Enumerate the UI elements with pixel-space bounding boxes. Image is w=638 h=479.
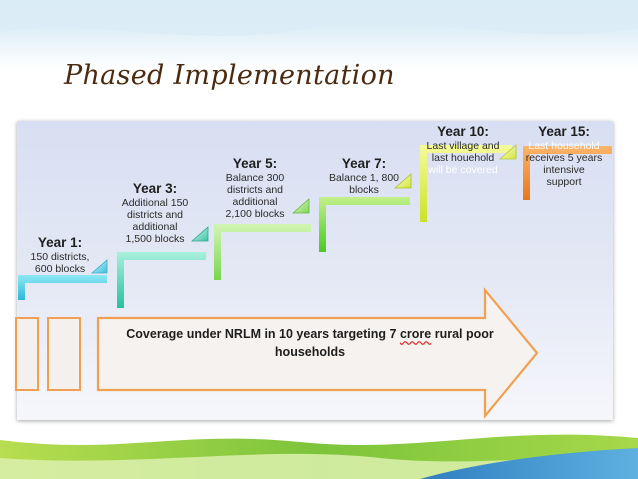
step-year-1 (18, 275, 107, 300)
step-year-7 (319, 197, 410, 252)
step-year-5 (214, 224, 311, 280)
triangle-marker-4 (393, 173, 412, 189)
milestone-year-7: Year 7: Balance 1, 800 blocks (318, 156, 410, 196)
milestone-year-10-title: Year 10: (437, 124, 489, 139)
step-year-3 (117, 252, 206, 308)
milestone-year-15-line-2: receives 5 years (525, 152, 603, 164)
milestone-year-10-line-2: last houehold (431, 152, 495, 164)
milestone-year-7-line-2: blocks (349, 184, 379, 196)
milestone-year-5-title: Year 5: (232, 156, 278, 171)
coverage-arrow (96, 286, 539, 420)
step-year-15 (523, 146, 612, 200)
milestone-year-10: Year 10: Last village and last houehold … (417, 124, 509, 176)
milestone-year-1-line-2: 600 blocks (34, 263, 86, 275)
slide-title: Phased Implementation (64, 60, 395, 91)
milestone-year-1-line-1: 150 districts, (30, 251, 90, 263)
milestone-year-3: Year 3: Additional 150 districts and add… (112, 181, 198, 245)
milestone-year-15: Year 15: Last household receives 5 years… (518, 124, 610, 188)
milestone-year-10-line-1: Last village and (426, 140, 500, 152)
milestone-year-5-line-2: districts and (226, 184, 284, 196)
coverage-caption-start: Coverage under NRLM in 10 years targetin… (126, 327, 400, 341)
triangle-marker-5 (498, 144, 517, 160)
milestone-year-3-line-4: 1,500 blocks (125, 233, 185, 245)
step-year-10 (420, 145, 512, 222)
milestone-year-1-title: Year 1: (37, 235, 83, 250)
top-wave (0, 0, 638, 36)
milestone-year-5-line-1: Balance 300 (225, 172, 285, 184)
coverage-caption-line-2: households (274, 345, 346, 359)
milestone-year-7-title: Year 7: (341, 156, 387, 171)
triangle-marker-3 (291, 198, 310, 214)
milestone-year-3-line-3: additional (132, 221, 178, 233)
milestone-year-15-title: Year 15: (538, 124, 590, 139)
milestone-year-3-line-2: districts and (126, 209, 184, 221)
milestone-year-3-line-1: Additional 150 (121, 197, 189, 209)
milestone-year-10-line-3: will be covered (428, 164, 498, 176)
milestone-year-15-line-1: Last household (528, 140, 600, 152)
timeline-box-2 (47, 317, 81, 391)
triangle-marker-1 (90, 259, 108, 274)
coverage-caption-marked-word: crore (399, 327, 432, 341)
coverage-caption: Coverage under NRLM in 10 years targetin… (110, 325, 510, 361)
milestone-year-7-line-1: Balance 1, 800 (328, 172, 400, 184)
milestone-year-1: Year 1: 150 districts, 600 blocks (22, 235, 98, 275)
timeline-box-1 (15, 317, 39, 391)
milestone-year-5-line-3: additional (232, 196, 278, 208)
triangle-marker-2 (190, 226, 209, 242)
coverage-caption-end: rural poor (431, 327, 494, 341)
bottom-blue-wave (420, 448, 638, 479)
milestone-year-5-line-4: 2,100 blocks (225, 208, 285, 220)
milestone-year-3-title: Year 3: (132, 181, 178, 196)
milestone-year-15-line-3: intensive (543, 164, 585, 176)
milestone-year-5: Year 5: Balance 300 districts and additi… (212, 156, 298, 220)
milestone-year-15-line-4: support (546, 176, 582, 188)
